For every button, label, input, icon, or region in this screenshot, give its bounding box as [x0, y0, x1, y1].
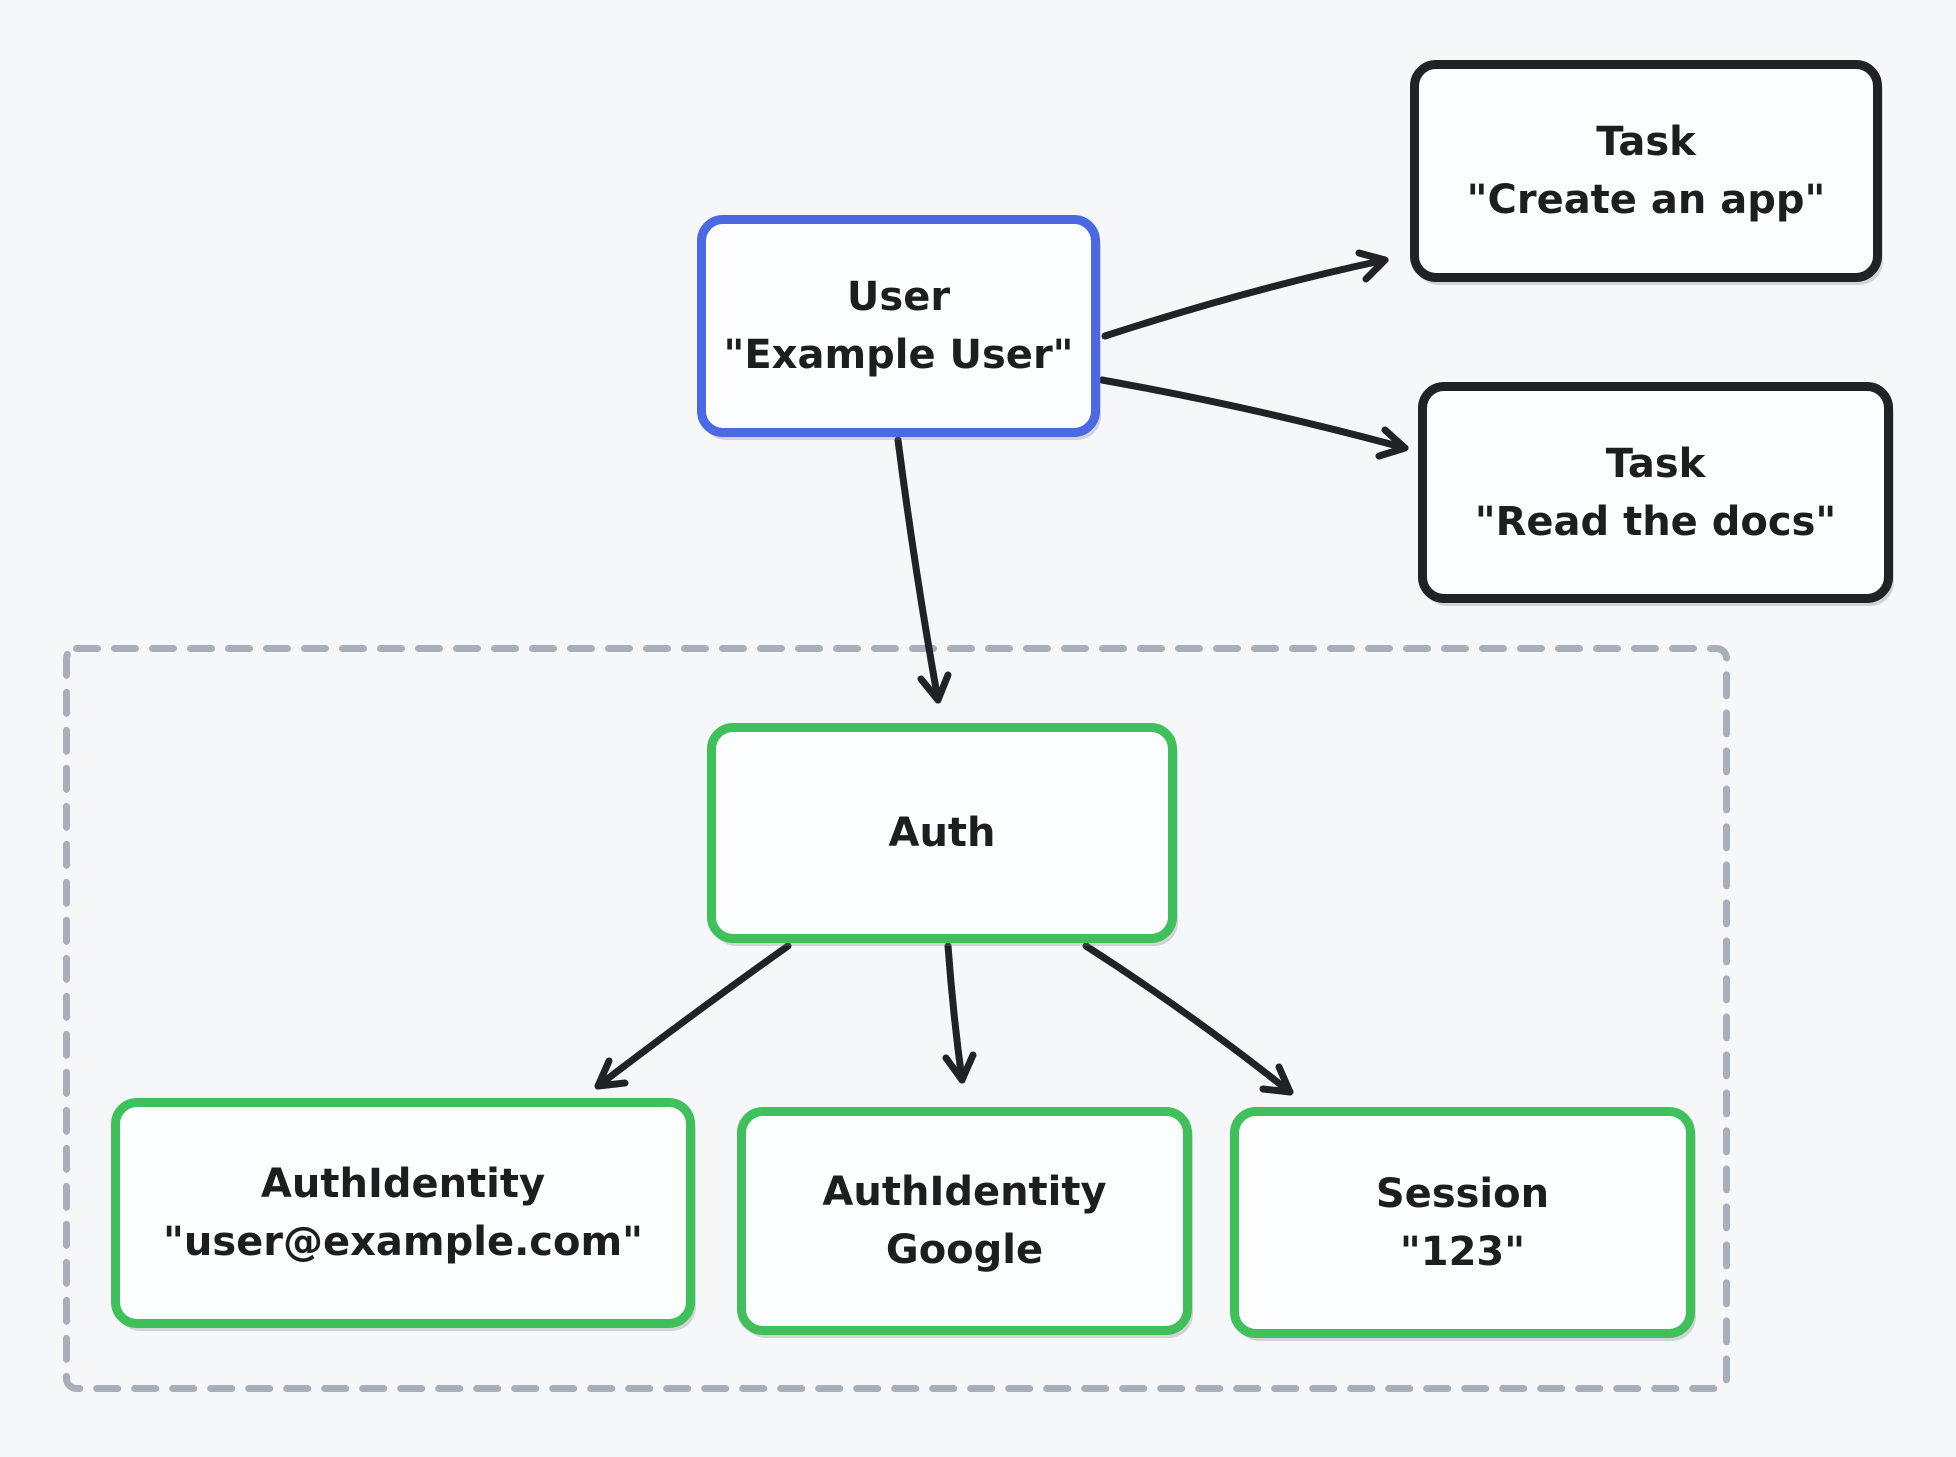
node-session: Session "123"	[1230, 1107, 1695, 1338]
node-auth: Auth	[707, 723, 1177, 943]
arrow-user-to-auth	[894, 436, 952, 704]
node-task-read-title: Task	[1605, 440, 1706, 487]
node-task-read-the-docs: Task "Read the docs"	[1418, 382, 1893, 603]
arrow-auth-to-authidentity-google	[942, 942, 977, 1084]
auth-group-dashed-container	[63, 645, 1730, 1392]
node-task-create-subtitle: "Create an app"	[1466, 177, 1826, 223]
arrow-user-to-task-read	[1098, 376, 1409, 460]
node-authidentity-google-title: AuthIdentity	[822, 1169, 1107, 1215]
node-authidentity-email: AuthIdentity "user@example.com"	[111, 1098, 695, 1328]
node-auth-title: Auth	[888, 810, 996, 856]
node-session-subtitle: "123"	[1399, 1228, 1526, 1275]
arrow-auth-to-session	[1082, 942, 1294, 1096]
node-session-title: Session	[1375, 1170, 1550, 1217]
node-authidentity-google: AuthIdentity Google	[737, 1107, 1192, 1335]
node-authidentity-email-title: AuthIdentity	[260, 1161, 546, 1207]
arrow-auth-to-authidentity-email	[594, 942, 792, 1090]
node-task-create-title: Task	[1596, 119, 1696, 165]
node-authidentity-email-subtitle: "user@example.com"	[163, 1219, 643, 1265]
node-user-subtitle: "Example User"	[723, 332, 1074, 378]
node-authidentity-google-subtitle: Google	[885, 1227, 1044, 1273]
arrow-user-to-task-create	[1101, 249, 1389, 340]
node-user-title: User	[846, 274, 951, 320]
node-task-create-an-app: Task "Create an app"	[1410, 60, 1882, 282]
node-task-read-subtitle: "Read the docs"	[1474, 498, 1837, 545]
node-user: User "Example User"	[697, 215, 1100, 437]
